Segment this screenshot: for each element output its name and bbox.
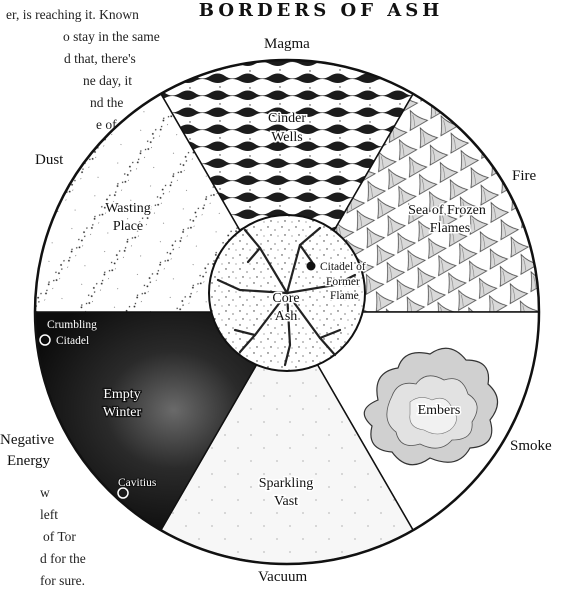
label-sea-of-frozen-flames-line2: Flames <box>430 221 470 236</box>
map-title: BORDERS OF ASH <box>198 0 444 21</box>
border-label-vacuum: Vacuum <box>258 569 308 585</box>
book-text-line: of Tor <box>43 529 76 544</box>
border-label-dust: Dust <box>35 152 64 168</box>
label-crumbling-citadel-line2: Citadel <box>56 335 89 347</box>
label-core-ash-line2: Ash <box>275 309 298 324</box>
outer-border-circle <box>33 58 541 566</box>
label-sparkling-vast-line1: Sparkling <box>259 476 313 491</box>
border-label-fire: Fire <box>512 168 537 184</box>
book-text-line: e of <box>96 117 117 132</box>
label-empty-winter-line1: Empty <box>103 387 140 402</box>
crumbling-citadel-marker <box>39 334 51 346</box>
label-embers: Embers <box>418 403 461 418</box>
label-cavitius: Cavitius <box>118 477 157 489</box>
cavitius-marker <box>117 487 129 499</box>
label-wasting-place-line2: Place <box>113 219 143 234</box>
embers-smoke-cloud <box>363 347 499 466</box>
border-label-negative-energy-line1: Negative <box>0 432 55 448</box>
book-text-line: er, is reaching it. Known <box>6 7 139 22</box>
label-cinder-wells-line2: Wells <box>271 130 303 145</box>
label-cinder-wells-line1: Cinder <box>268 111 306 126</box>
book-text-line: d for the <box>40 551 86 566</box>
border-label-magma: Magma <box>264 36 310 52</box>
label-empty-winter-line2: Winter <box>103 405 142 420</box>
label-citadel-of-former-flame-line1: Citadel of <box>320 261 366 273</box>
book-text-line: for sure. <box>40 573 85 588</box>
book-text-line: nd the <box>90 95 124 110</box>
label-sea-of-frozen-flames-line1: Sea of Frozen <box>408 203 486 218</box>
label-sparkling-vast-line2: Vast <box>274 494 298 509</box>
label-wasting-place-line1: Wasting <box>105 201 151 216</box>
book-text-line: left <box>40 507 58 522</box>
book-text-line: ne day, it <box>83 73 132 88</box>
book-text-line: o stay in the same <box>63 29 160 44</box>
label-citadel-of-former-flame-line3: Flame <box>330 290 359 302</box>
label-citadel-of-former-flame-line2: Former <box>326 276 360 288</box>
border-label-negative-energy-line2: Energy <box>7 453 51 469</box>
core-ash-veins <box>216 226 357 367</box>
citadel-of-former-flame-marker <box>306 261 316 271</box>
book-text-line: d that, there's <box>64 51 136 66</box>
label-crumbling-citadel-line1: Crumbling <box>47 319 97 331</box>
border-label-smoke: Smoke <box>510 438 552 454</box>
book-text-line: w <box>40 485 50 500</box>
label-core-ash-line1: Core <box>272 291 299 306</box>
